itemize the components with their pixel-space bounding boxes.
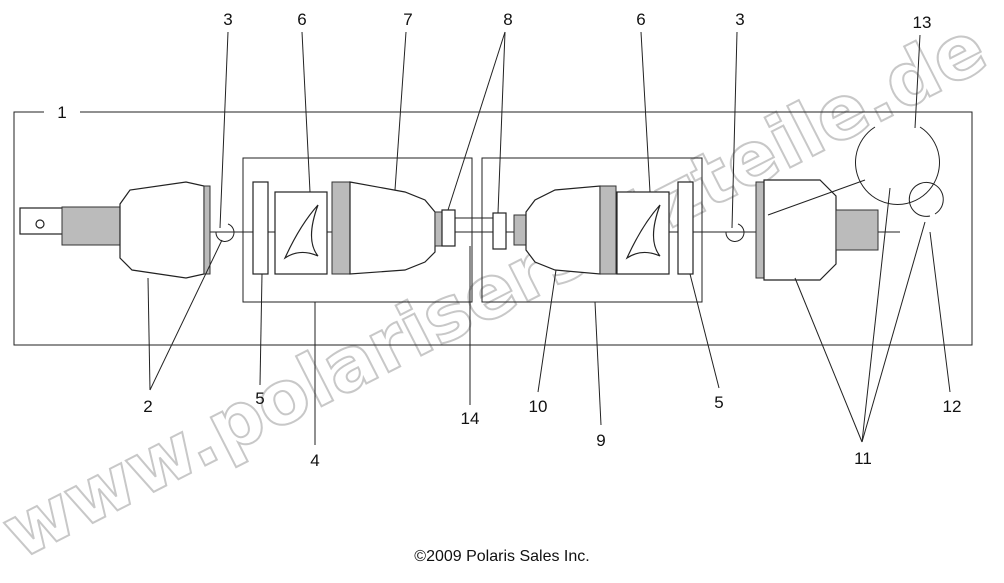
callout-label: 12: [943, 397, 962, 416]
callout-label: 14: [461, 409, 480, 428]
callout-label: 7: [403, 10, 412, 29]
callout-label: 3: [223, 10, 232, 29]
circlip-3-left: [215, 223, 235, 242]
callout-label: 3: [735, 10, 744, 29]
watermark: www.polarisersatzteile.de: [0, 3, 1001, 577]
callout-label: 2: [143, 397, 152, 416]
callout-label: 6: [636, 10, 645, 29]
callout-label: 8: [503, 10, 512, 29]
callout-label: 11: [854, 449, 872, 468]
circlip-3-right: [725, 223, 745, 242]
ring-13: [855, 126, 940, 205]
clamp-8-right: [492, 212, 507, 250]
kit-box-9: [481, 157, 703, 303]
copyright-notice: ©2009 Polaris Sales Inc.: [414, 548, 590, 565]
callout-label: 5: [714, 393, 723, 412]
boot-10: [513, 185, 617, 275]
inner-cv-joint: [755, 179, 879, 281]
leader-lines: [147, 31, 951, 445]
clamp-5-left: [252, 181, 269, 275]
outer-cv-joint: [19, 181, 211, 279]
assembly-frame: [13, 111, 973, 346]
callout-label: 4: [310, 451, 319, 470]
callout-label: 1: [57, 103, 66, 122]
callout-label: 9: [596, 431, 605, 450]
clamp-5-right: [677, 181, 694, 275]
boot-7: [331, 181, 448, 275]
svg-text:www.polarisersatzteile.de: www.polarisersatzteile.de: [0, 4, 1000, 576]
kit-box-4: [242, 157, 473, 303]
clamp-8-left: [441, 209, 456, 247]
callout-label: 10: [529, 397, 548, 416]
callout-label: 5: [255, 389, 264, 408]
callout-label: 13: [913, 13, 932, 32]
callout-label: 6: [297, 10, 306, 29]
ring-12: [908, 181, 944, 217]
